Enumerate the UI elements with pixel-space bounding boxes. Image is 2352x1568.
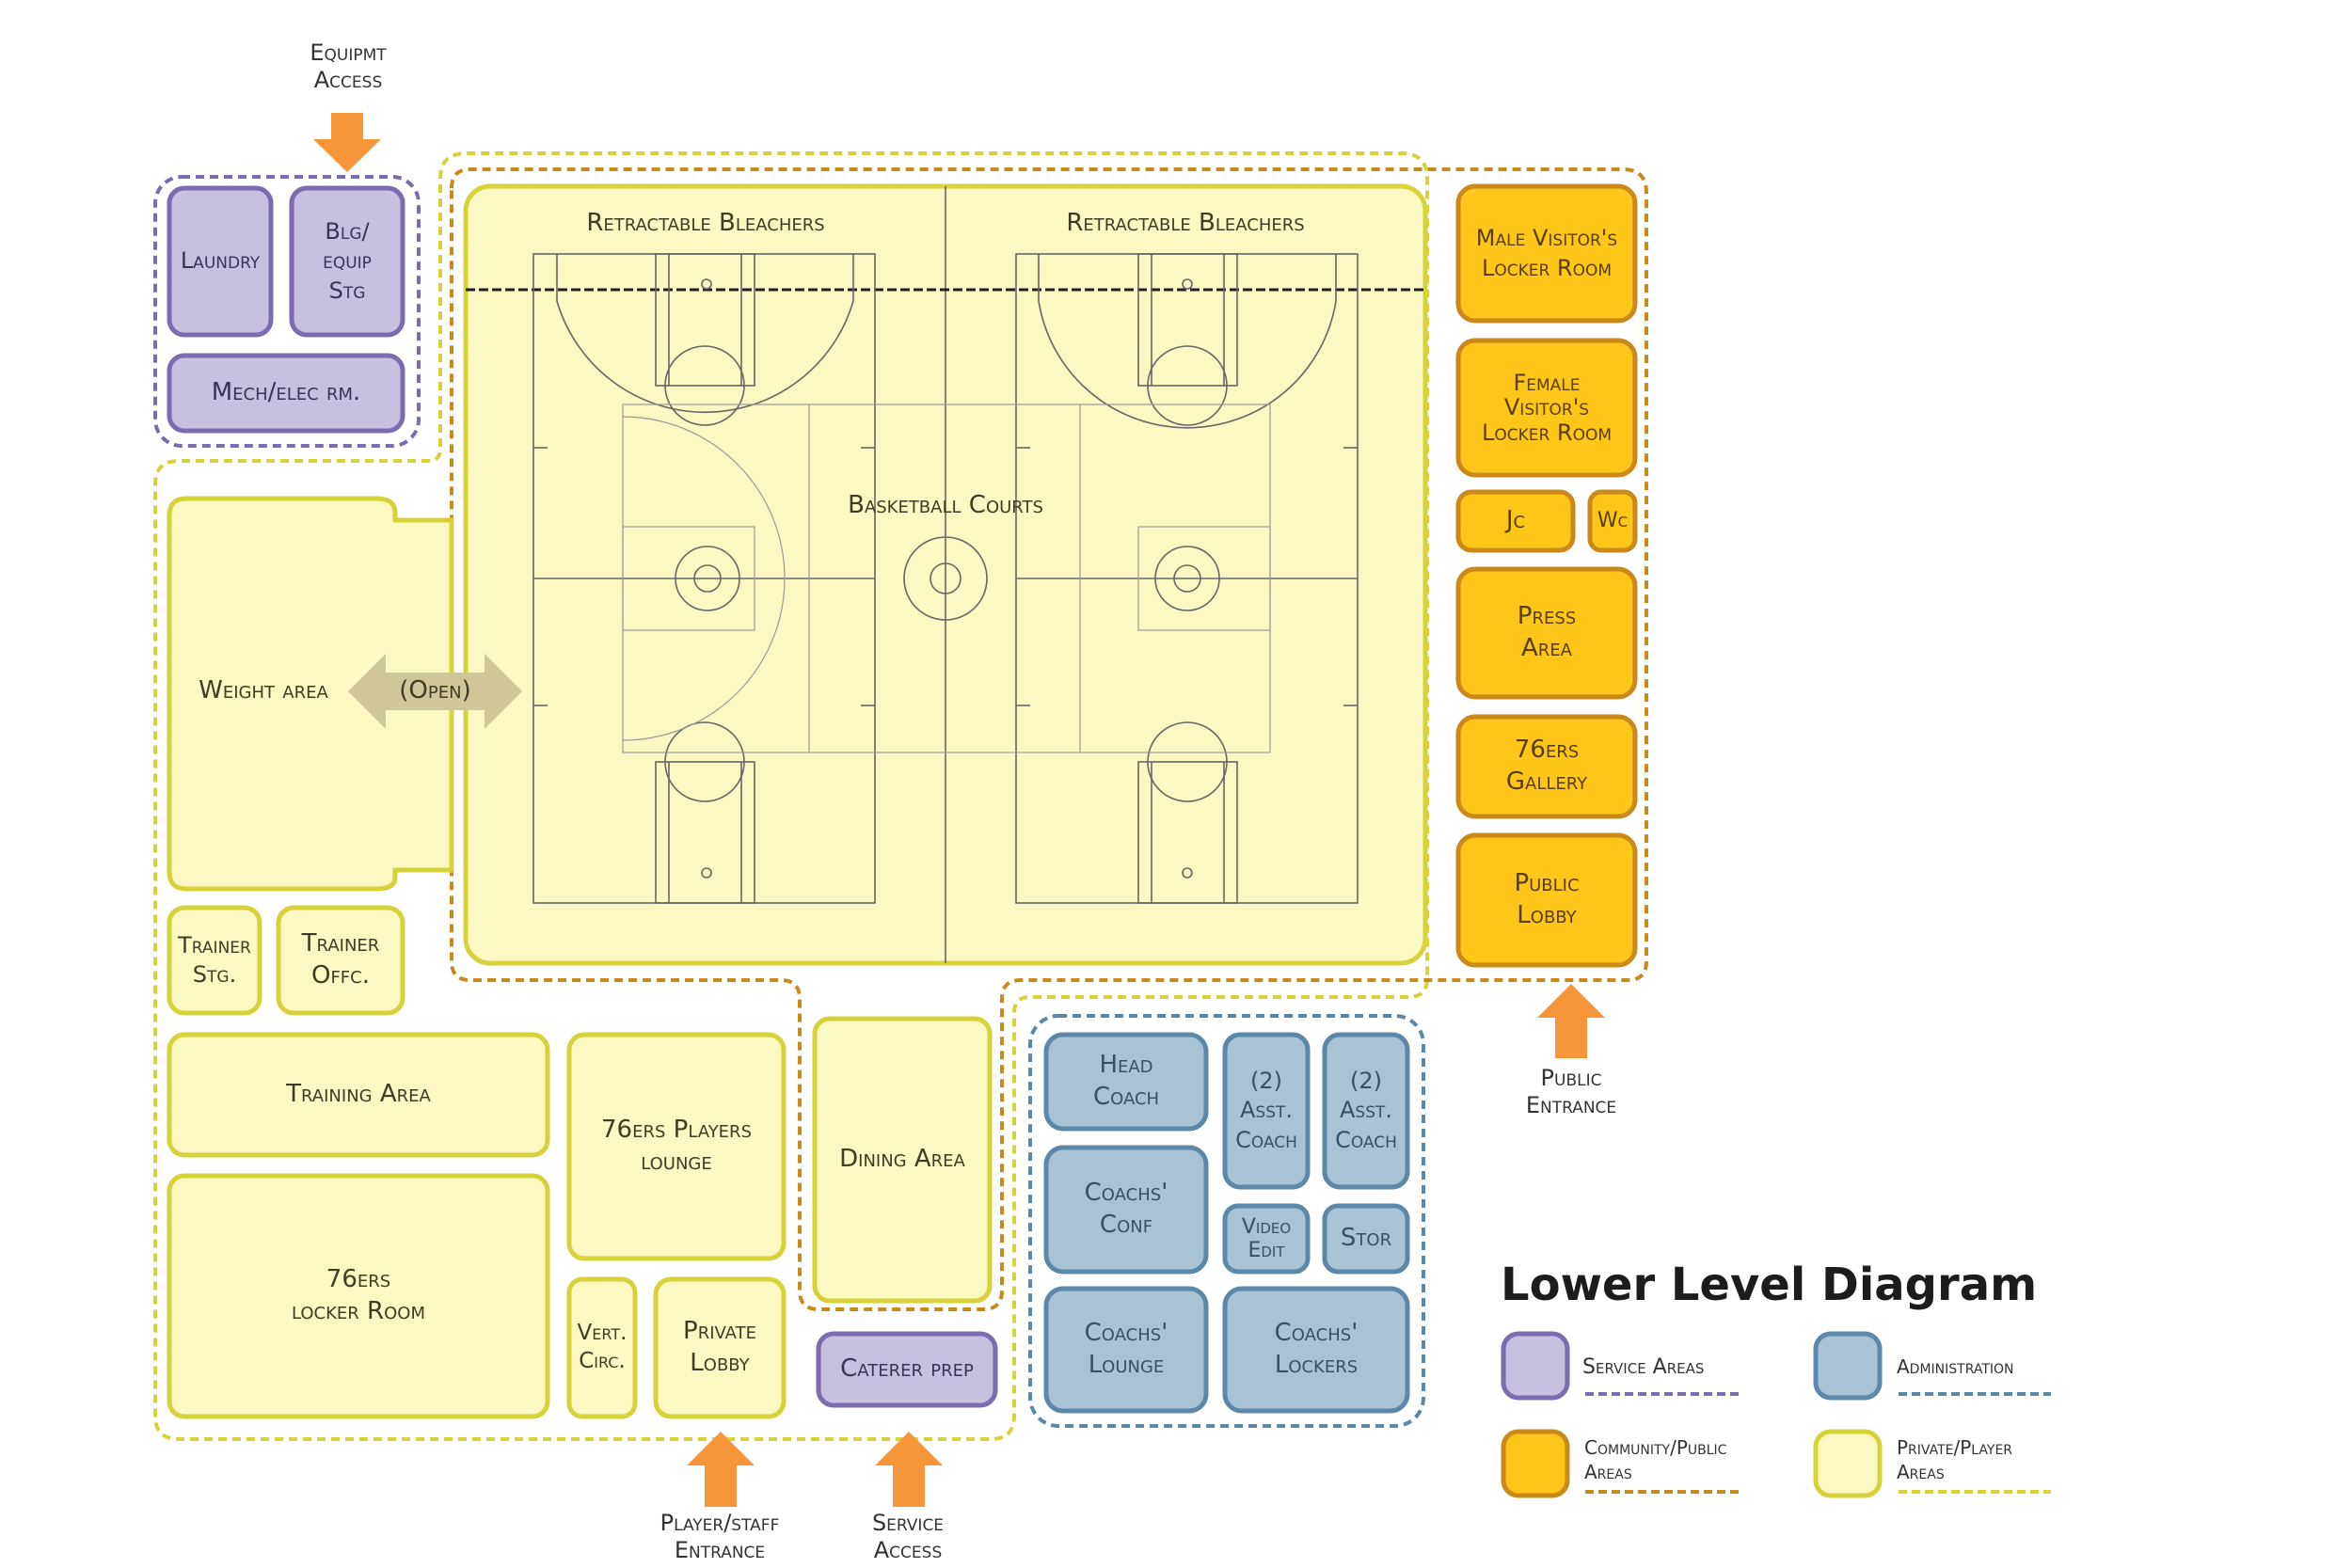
legend-public-label: Community/Public Areas (1584, 1436, 1727, 1483)
male-visitor-locker-room (1455, 183, 1638, 324)
coachs-lounge-room (1043, 1286, 1209, 1414)
training-area-room (167, 1032, 550, 1158)
coachs-lockers-room (1222, 1286, 1410, 1414)
legend-swatch-private (1813, 1429, 1883, 1498)
asst-coach-room-2 (1322, 1032, 1410, 1190)
blg-equip-storage-room (289, 185, 405, 338)
player-staff-entrance-arrow (687, 1432, 755, 1507)
public-lobby-room (1455, 832, 1638, 968)
locker-room-76ers (167, 1173, 550, 1419)
legend-swatch-admin (1813, 1331, 1883, 1401)
coachs-conf-room (1043, 1145, 1209, 1275)
equipment-access-label: Equipmt Access (310, 40, 387, 93)
legend-swatch-service (1501, 1331, 1570, 1401)
private-lobby-room (653, 1276, 787, 1419)
admin-zone-boundary (1028, 1014, 1425, 1428)
legend-swatch-public (1501, 1429, 1570, 1498)
gallery-room (1455, 714, 1638, 819)
caterer-prep-room (816, 1331, 998, 1408)
service-access-arrow (875, 1432, 943, 1507)
players-lounge-room (566, 1032, 787, 1261)
asst-coach-room-1 (1222, 1032, 1311, 1190)
public-entrance-arrow (1537, 984, 1605, 1058)
vert-circ-room (566, 1276, 638, 1419)
trainer-storage-room (167, 905, 262, 1016)
trainer-office-room (276, 905, 405, 1016)
mech-elec-room (167, 353, 405, 434)
legend-admin-label: Administration (1897, 1355, 2014, 1378)
press-area-room (1455, 566, 1638, 700)
public-entrance-label: Public Entrance (1525, 1065, 1617, 1118)
legend-private-label: Private/Player Areas (1897, 1436, 2013, 1483)
head-coach-room (1043, 1032, 1209, 1132)
laundry-room (167, 185, 274, 338)
service-access-label: Service Access (871, 1510, 945, 1563)
diagram-title: Lower Level Diagram (1501, 1259, 2038, 1311)
legend-service-label: Service Areas (1582, 1355, 1705, 1379)
weight-area-room (167, 496, 454, 892)
female-visitor-locker-room (1455, 338, 1638, 478)
court-lines (466, 186, 1425, 963)
equipment-access-arrow (313, 113, 381, 172)
service-zone-boundary (153, 175, 421, 448)
open-double-arrow (348, 654, 522, 729)
video-edit-room (1222, 1203, 1311, 1275)
public-zone-boundary (450, 167, 1648, 1311)
dining-area-room (812, 1016, 993, 1304)
jc-room (1455, 489, 1576, 553)
storage-room (1322, 1203, 1410, 1275)
wc-room (1587, 489, 1638, 553)
player-staff-entrance-label: Player/staff Entrance (660, 1510, 780, 1563)
private-zone-boundary (153, 151, 1429, 1441)
